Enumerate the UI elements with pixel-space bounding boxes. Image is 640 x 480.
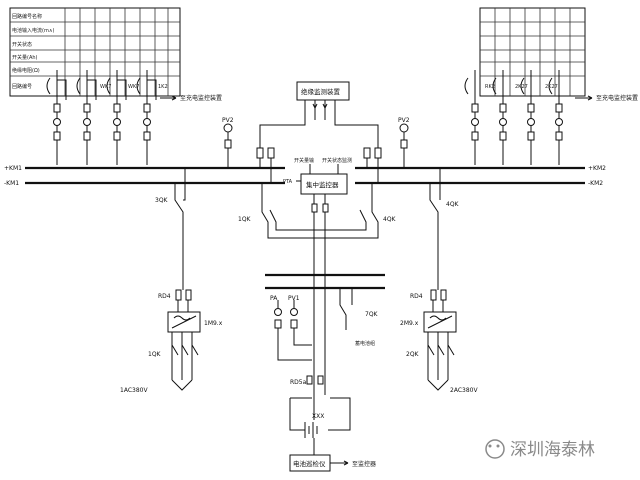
svg-text:4QK: 4QK — [446, 201, 460, 208]
feeder-circuit — [520, 70, 535, 165]
table-row-label: 开关状态 — [12, 41, 32, 48]
svg-text:1QK: 1QK — [148, 351, 162, 358]
feeder-circuit — [46, 70, 67, 165]
voltmeter-left: PV2 — [222, 117, 234, 168]
signal-arrow-left: 至充电监控装置 — [160, 94, 222, 102]
svg-text:PV2: PV2 — [398, 117, 410, 124]
svg-text:7QK: 7QK — [365, 311, 379, 318]
svg-text:至充电监控装置: 至充电监控装置 — [596, 94, 638, 102]
svg-text:2M9.x: 2M9.x — [400, 320, 419, 327]
signal-arrow-right: 至充电监控装置 — [575, 94, 638, 102]
dc-bus-left: +KM1 -KM1 — [4, 165, 285, 187]
table-row-label: 电池输入电流(m∧) — [12, 27, 54, 34]
circuit-label: WK7 — [128, 84, 139, 90]
svg-text:1M9.x: 1M9.x — [204, 320, 223, 327]
svg-text:PTA: PTA — [283, 179, 293, 185]
svg-text:PA: PA — [270, 295, 278, 302]
svg-text:至监控器: 至监控器 — [352, 460, 376, 468]
svg-text:-KM2: -KM2 — [588, 180, 603, 187]
svg-text:RD4: RD4 — [410, 293, 423, 300]
svg-text:RD5a: RD5a — [290, 379, 307, 386]
feeder-circuit — [548, 70, 563, 165]
left-feeders — [46, 70, 157, 165]
feeder-circuit — [76, 70, 97, 165]
battery-section: PA PV1 7QK 蓄电池组 RD5a XXX 电池巡检仪 至监控器 — [265, 273, 385, 472]
feeder-circuit — [492, 70, 507, 165]
central-monitor: 集中监控器 开关量输 开关状态监测 PTA — [283, 157, 352, 420]
right-feeders — [464, 70, 563, 165]
circuit-label: RK2 — [485, 84, 495, 90]
feeder-circuit — [136, 70, 157, 165]
table-row-label: 开关量(Ah) — [12, 54, 38, 61]
svg-text:电池巡检仪: 电池巡检仪 — [293, 459, 326, 468]
svg-text:集中监控器: 集中监控器 — [306, 180, 339, 189]
svg-text:开关状态监测: 开关状态监测 — [322, 157, 352, 164]
svg-text:2AC380V: 2AC380V — [450, 387, 478, 394]
svg-text:至充电监控装置: 至充电监控装置 — [180, 94, 222, 102]
circuit-label: 1K2 — [158, 84, 168, 90]
feeder-circuit — [106, 70, 127, 165]
svg-text:+KM2: +KM2 — [588, 165, 606, 172]
svg-text:绝缘监测装置: 绝缘监测装置 — [301, 87, 341, 96]
svg-text:XXX: XXX — [312, 413, 324, 420]
svg-text:PV1: PV1 — [288, 295, 300, 302]
dc-bus-right: +KM2 -KM2 — [355, 165, 606, 187]
voltmeter-right: PV2 — [398, 117, 410, 168]
svg-text:3QK: 3QK — [155, 197, 169, 204]
svg-text:+KM1: +KM1 — [4, 165, 22, 172]
right-charger-branch: 4QK RD4 2M9.x 2QK 2AC380V — [400, 168, 478, 394]
table-row-label: 绝缘电阻(Ω) — [12, 67, 40, 74]
svg-text:1QK: 1QK — [238, 216, 252, 223]
table-row-label: 回路编号 — [12, 83, 32, 90]
table-row-label: 回路编号名称 — [12, 13, 42, 20]
svg-text:2QK: 2QK — [406, 351, 420, 358]
feeder-circuit — [464, 70, 479, 165]
circuit-label: WK7 — [100, 84, 111, 90]
left-charger-branch: 3QK RD4 1M9.x 1QK 1AC380V — [120, 168, 223, 394]
right-status-table: RK2 2K27 2K27 — [479, 7, 586, 97]
svg-text:RD4: RD4 — [158, 293, 171, 300]
svg-text:开关量输: 开关量输 — [294, 157, 314, 164]
svg-text:蓄电池组: 蓄电池组 — [355, 340, 375, 347]
left-status-table: 回路编号名称 电池输入电流(m∧) 开关状态 开关量(Ah) 绝缘电阻(Ω) 回… — [9, 7, 181, 97]
svg-text:PV2: PV2 — [222, 117, 234, 124]
insulation-monitor-device: 绝缘监测装置 — [259, 81, 379, 150]
watermark-logo: 深圳海泰林 — [485, 439, 595, 460]
svg-text:-KM1: -KM1 — [4, 180, 19, 187]
svg-text:1AC380V: 1AC380V — [120, 387, 148, 394]
center-bus-coupler: 1QK 4QK — [238, 147, 397, 239]
svg-text:4QK: 4QK — [383, 216, 397, 223]
circuit-label: 2K27 — [545, 84, 558, 90]
watermark-text: 深圳海泰林 — [510, 440, 595, 460]
